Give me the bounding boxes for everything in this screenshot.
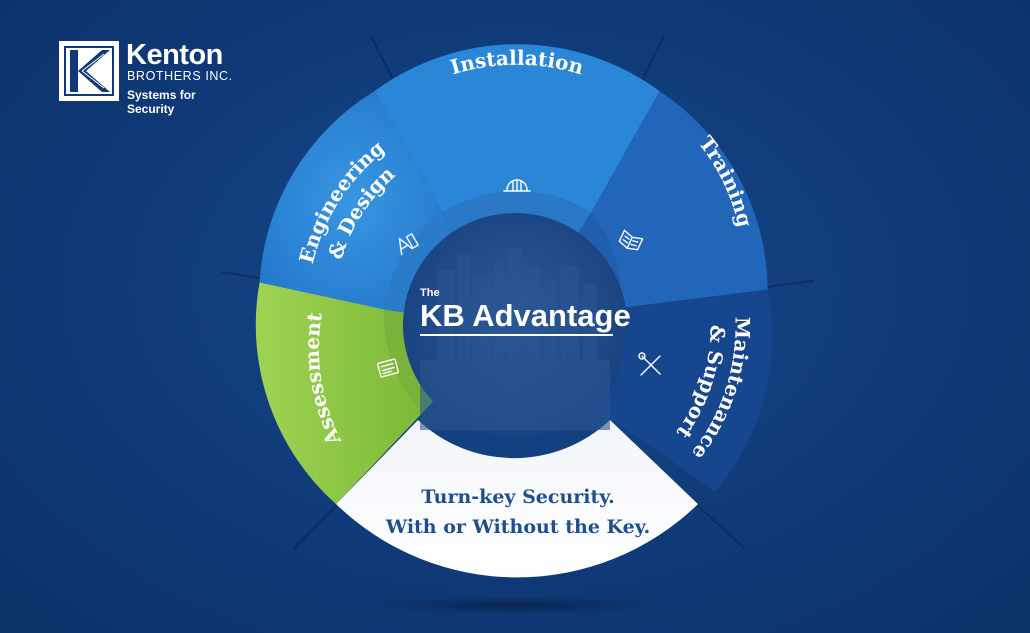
wrench-screwdriver-icon [638, 352, 661, 376]
segment-engineering-design [259, 91, 443, 310]
wheel-shadow [364, 596, 664, 614]
center-small-label: The [420, 287, 440, 299]
kenton-k-icon [59, 41, 119, 101]
city-skyline [420, 248, 610, 430]
bottom-line-1: Turn-key Security. [421, 486, 615, 508]
center-title: KB Advantage [420, 298, 631, 333]
open-book-icon [618, 229, 644, 251]
segment-training [591, 91, 768, 308]
hard-hat-icon [503, 179, 531, 192]
logo-subtitle: BROTHERS INC. [127, 69, 233, 83]
kenton-logo: Kenton BROTHERS INC. Systems for Securit… [58, 39, 238, 116]
drafting-tools-icon [398, 233, 419, 256]
segment-assessment [255, 282, 424, 505]
segment-installation [374, 44, 660, 213]
segment-maintenance-support [600, 289, 773, 492]
logo-tagline: Systems for Security [127, 88, 196, 116]
segment-bottom-white [336, 420, 698, 578]
logo-name: Kenton [126, 39, 223, 71]
clipboard-icon [377, 358, 399, 378]
bottom-line-2: With or Without the Key. [385, 516, 650, 538]
